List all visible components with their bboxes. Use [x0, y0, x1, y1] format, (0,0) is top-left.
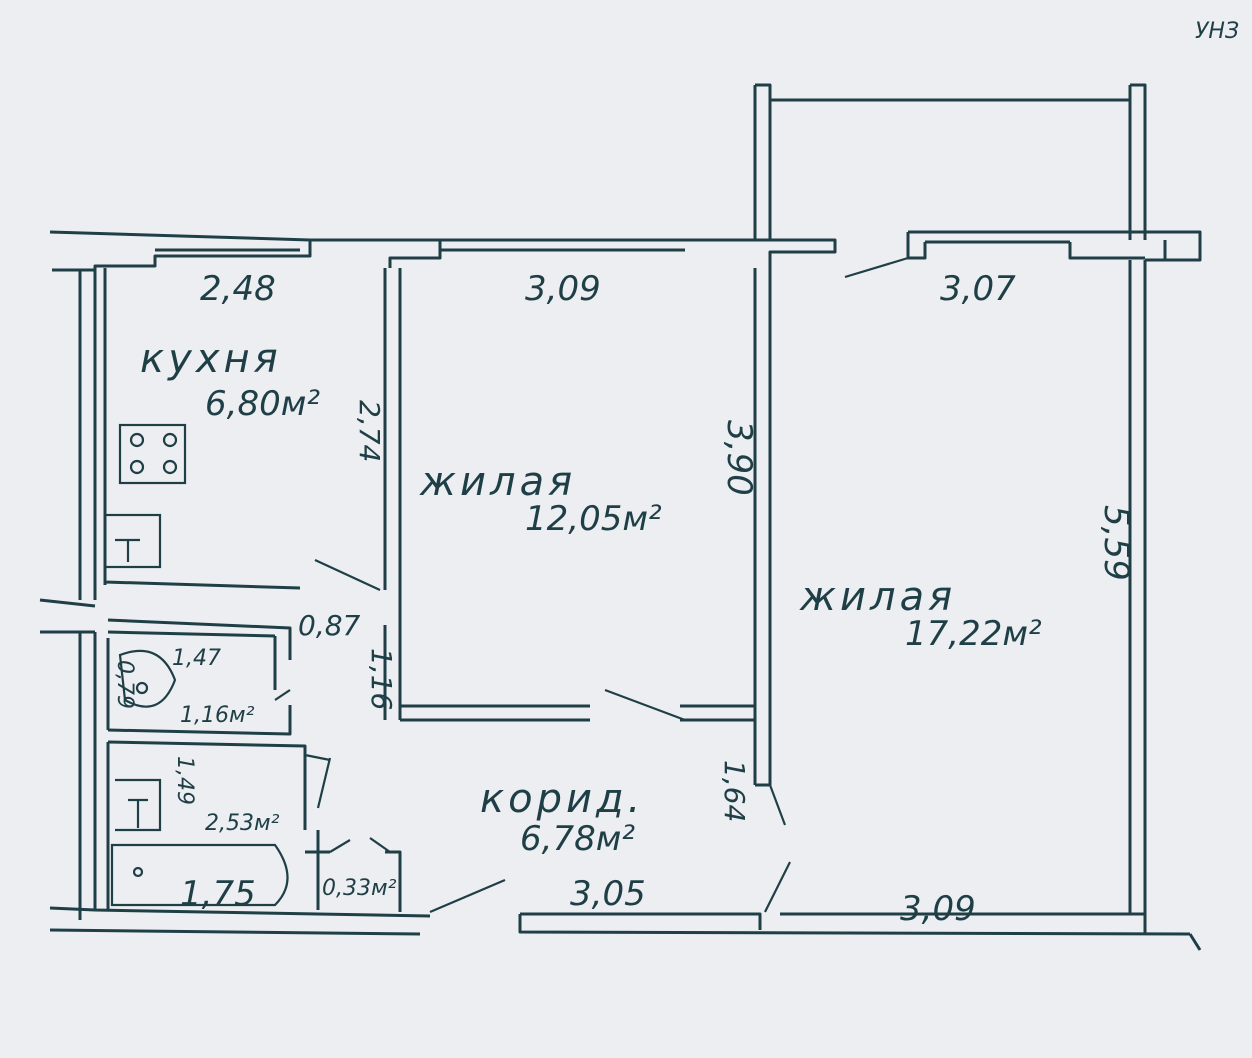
living1-name: жилая — [419, 459, 576, 505]
corridor-name: корид. — [480, 776, 644, 822]
corner-mark: УНЗ — [1195, 19, 1239, 44]
walls — [39, 83, 1202, 951]
kitchen-area: 6,80м² — [205, 384, 320, 424]
bathtub-icon — [110, 843, 289, 907]
dim-living1-width: 3,09 — [525, 269, 601, 309]
sink-icon — [103, 513, 162, 569]
dim-bath-width: 1,75 — [180, 874, 256, 914]
dim-living2-bottom-width: 3,09 — [900, 889, 976, 929]
dim-kitchen-width: 2,48 — [200, 269, 276, 309]
living2-name: жилая — [799, 574, 956, 620]
dim-kitchen-depth: 2,74 — [353, 400, 386, 462]
dim-hall-depth: 1,16 — [365, 648, 398, 710]
toilet-icon — [118, 649, 177, 708]
dim-living2-width: 3,07 — [940, 269, 1016, 309]
kitchen-name: кухня — [140, 336, 282, 382]
dim-toilet-depth: 0,79 — [112, 660, 137, 709]
closet-area: 0,33м² — [322, 876, 397, 901]
dimension-labels: 2,48 2,74 3,09 3,90 3,07 5,59 3,09 0,87 … — [112, 269, 1136, 929]
dim-bath-depth: 1,49 — [172, 756, 197, 805]
dim-toilet-width: 1,47 — [172, 646, 221, 671]
dim-hall-width: 0,87 — [298, 609, 361, 642]
dim-corridor-width: 3,05 — [570, 874, 646, 914]
door-swings — [274, 256, 909, 914]
fixtures — [103, 423, 289, 907]
washbasin-icon — [115, 778, 162, 832]
corridor-area: 6,78м² — [520, 819, 635, 859]
room-labels: кухня 6,80м² жилая 12,05м² жилая 17,22м²… — [140, 336, 1042, 901]
toilet-area: 1,16м² — [180, 703, 255, 728]
living2-area: 17,22м² — [905, 614, 1042, 654]
living1-area: 12,05м² — [525, 499, 662, 539]
bath-area: 2,53м² — [205, 811, 280, 836]
dim-living1-depth: 3,90 — [719, 420, 759, 496]
stove-icon — [118, 423, 187, 485]
dim-living2-depth: 5,59 — [1096, 505, 1136, 581]
dim-corridor-depth: 1,64 — [718, 760, 751, 822]
